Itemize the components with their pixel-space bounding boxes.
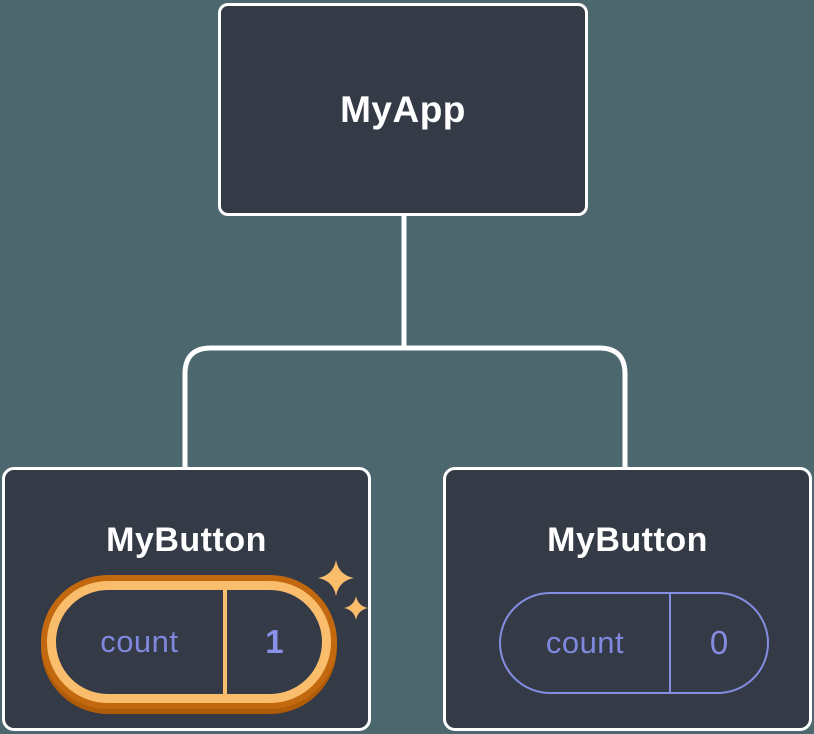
root-component-label: MyApp <box>340 88 466 130</box>
state-pill-plain: count 0 <box>499 592 769 694</box>
state-value: 1 <box>265 623 284 660</box>
child-component-label: MyButton <box>547 521 708 559</box>
state-value: 0 <box>709 624 729 661</box>
state-key-label: count <box>545 625 625 660</box>
state-pill-highlighted: count 1 <box>47 581 331 703</box>
child-component-label: MyButton <box>106 521 267 559</box>
connector-bracket <box>182 345 628 470</box>
child-component-node-right: MyButton count 0 <box>443 467 812 731</box>
state-pill-divider <box>222 590 227 694</box>
root-component-node: MyApp <box>218 3 588 216</box>
state-key-label: count <box>100 624 179 659</box>
child-component-node-left: MyButton count 1 <box>2 467 371 731</box>
state-pill-divider <box>669 594 671 692</box>
